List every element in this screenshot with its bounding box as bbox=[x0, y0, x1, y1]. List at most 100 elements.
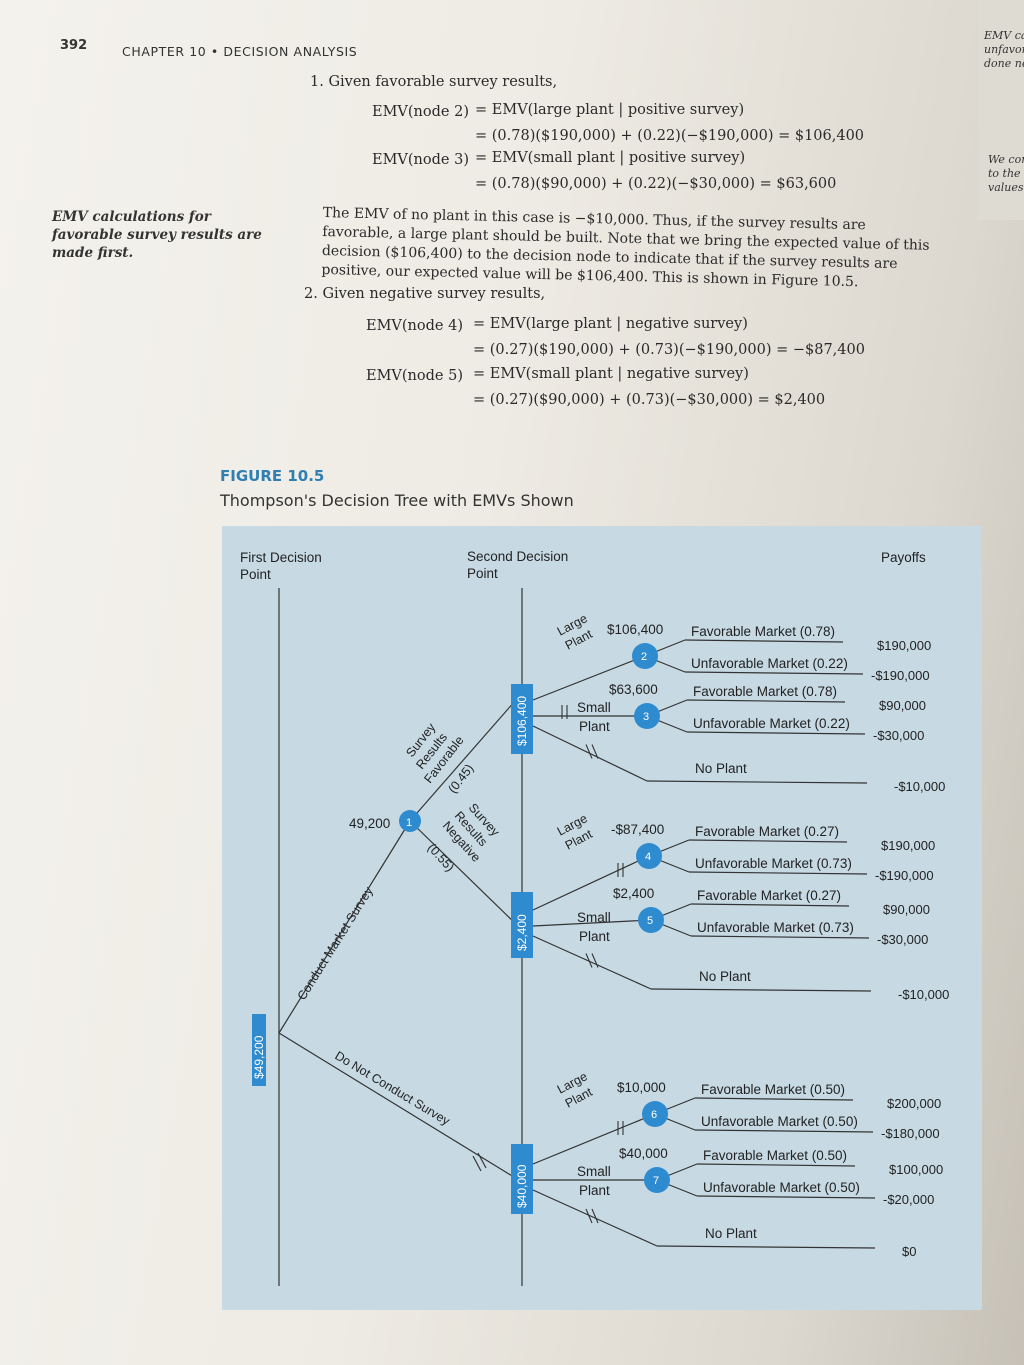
small-plant-label: Small bbox=[577, 1164, 611, 1179]
large-plant-branch bbox=[532, 1113, 656, 1165]
no-plant-label: No Plant bbox=[705, 1226, 757, 1241]
no-plant-line bbox=[650, 988, 872, 992]
decision-box-favorable bbox=[511, 684, 533, 754]
payoff-value: $90,000 bbox=[879, 698, 926, 713]
equation-left: EMV(node 4) bbox=[366, 318, 463, 334]
node1-value: 49,200 bbox=[349, 816, 390, 831]
body-paragraph: The EMV of no plant in this case is −$10… bbox=[321, 204, 930, 291]
equation-left: EMV(node 3) bbox=[372, 152, 469, 168]
small-plant-label: Plant bbox=[579, 719, 610, 734]
large-plant-branch bbox=[532, 855, 650, 911]
no-survey-branch bbox=[278, 1032, 523, 1183]
payoff-value: $90,000 bbox=[883, 902, 930, 917]
decision-value: $2,400 bbox=[515, 914, 529, 951]
decision-box-no-survey bbox=[511, 1144, 533, 1214]
margin-note: EMV calculations for favorable survey re… bbox=[52, 209, 262, 261]
negative-branch bbox=[409, 820, 523, 931]
node-number: 2 bbox=[641, 651, 647, 663]
no-plant-branch bbox=[532, 1189, 658, 1247]
chance-node-4 bbox=[636, 843, 662, 869]
node-number: 3 bbox=[643, 711, 649, 723]
no-plant-branch bbox=[532, 935, 652, 990]
pruned-mark bbox=[477, 1152, 487, 1169]
negative-branch-label: (0.55) bbox=[425, 841, 457, 875]
favorable-outcome-label: Favorable Market (0.50) bbox=[703, 1148, 847, 1163]
pruned-mark bbox=[585, 744, 593, 759]
equation-calc: = (0.78)($190,000) + (0.22)(−$190,000) =… bbox=[475, 128, 865, 144]
favorable-outcome-line bbox=[690, 903, 850, 907]
payoff-value: -$190,000 bbox=[871, 668, 930, 683]
unfavorable-outcome-label: Unfavorable Market (0.22) bbox=[693, 716, 850, 731]
decision-tree-diagram: First Decision Point Second Decision Poi… bbox=[240, 549, 949, 1286]
chance-node-1 bbox=[399, 810, 421, 832]
pruned-mark bbox=[472, 1155, 482, 1172]
figure-label: FIGURE 10.5 bbox=[220, 467, 325, 485]
unfavorable-outcome-line bbox=[686, 731, 866, 735]
small-plant-branch bbox=[532, 919, 652, 927]
no-survey-label: Do Not Conduct Survey bbox=[332, 1049, 452, 1129]
side-scribble: to the c bbox=[988, 167, 1024, 180]
small-plant-label: Plant bbox=[579, 1183, 610, 1198]
unfavorable-outcome-line bbox=[690, 935, 870, 939]
pruned-mark bbox=[591, 953, 599, 968]
conduct-survey-branch bbox=[278, 820, 411, 1034]
node-emv: $2,400 bbox=[613, 886, 654, 901]
equation-right: = EMV(small plant | negative survey) bbox=[473, 366, 749, 382]
chance-node-5 bbox=[638, 907, 664, 933]
node-number: 4 bbox=[645, 851, 651, 863]
side-scribble: values. bbox=[988, 181, 1024, 194]
equation-right: = EMV(large plant | negative survey) bbox=[473, 316, 748, 332]
chance-node-2 bbox=[632, 643, 658, 669]
equation-right: = EMV(large plant | positive survey) bbox=[475, 102, 745, 118]
no-plant-label: No Plant bbox=[695, 761, 747, 776]
small-plant-label: Small bbox=[577, 700, 611, 715]
side-scribble: unfavora bbox=[984, 43, 1024, 56]
favorable-branch bbox=[409, 692, 523, 822]
payoff-value: $100,000 bbox=[889, 1162, 943, 1177]
first-decision-label: First Decision bbox=[240, 550, 322, 565]
side-scribble: done nex bbox=[984, 57, 1024, 70]
section2-lead: 2. Given negative survey results, bbox=[304, 286, 546, 302]
favorable-outcome-label: Favorable Market (0.78) bbox=[693, 684, 837, 699]
favorable-outcome-line bbox=[696, 1163, 856, 1167]
running-head: CHAPTER 10 • DECISION ANALYSIS bbox=[122, 44, 358, 59]
unfavorable-outcome-label: Unfavorable Market (0.73) bbox=[697, 920, 854, 935]
pruned-mark bbox=[591, 1208, 599, 1224]
payoff-value: -$20,000 bbox=[883, 1192, 934, 1207]
node-emv: $63,600 bbox=[609, 682, 658, 697]
unfavorable-outcome-line bbox=[688, 871, 868, 875]
chance-node-3 bbox=[634, 703, 660, 729]
first-decision-label: Point bbox=[240, 567, 271, 582]
no-plant-line bbox=[646, 780, 868, 784]
unfavorable-outcome-label: Unfavorable Market (0.22) bbox=[691, 656, 848, 671]
decision-value: $106,400 bbox=[515, 696, 529, 746]
node-emv: $10,000 bbox=[617, 1080, 666, 1095]
decision-box-negative bbox=[511, 892, 533, 958]
side-scribble: We con bbox=[988, 153, 1024, 166]
equation-left: EMV(node 5) bbox=[366, 368, 463, 384]
second-decision-label: Point bbox=[467, 566, 498, 581]
node-emv: -$87,400 bbox=[611, 822, 664, 837]
favorable-outcome-label: Favorable Market (0.27) bbox=[697, 888, 841, 903]
node-emv: $40,000 bbox=[619, 1146, 668, 1161]
payoff-value: $0 bbox=[902, 1244, 916, 1259]
side-scribble: EMV calc bbox=[984, 29, 1024, 42]
favorable-outcome-line bbox=[694, 1097, 854, 1101]
unfavorable-outcome-line bbox=[694, 1129, 874, 1133]
favorable-outcome-line bbox=[686, 699, 846, 703]
root-value: $49,200 bbox=[252, 1035, 266, 1079]
equation-calc: = (0.78)($90,000) + (0.22)(−$30,000) = $… bbox=[475, 176, 837, 192]
page-number: 392 bbox=[60, 38, 88, 53]
unfavorable-outcome-line bbox=[684, 671, 864, 675]
payoffs-header: Payoffs bbox=[881, 550, 926, 565]
no-plant-line bbox=[656, 1245, 876, 1249]
node-number: 7 bbox=[653, 1175, 659, 1187]
root-decision-box bbox=[252, 1014, 266, 1086]
equation-left: EMV(node 2) bbox=[372, 104, 469, 120]
favorable-outcome-label: Favorable Market (0.27) bbox=[695, 824, 839, 839]
section1-lead: 1. Given favorable survey results, bbox=[310, 74, 558, 90]
second-decision-label: Second Decision bbox=[467, 549, 568, 564]
adjacent-page-strip: EMV calc unfavora done nex We con to the… bbox=[978, 0, 1024, 220]
no-plant-label: No Plant bbox=[699, 969, 751, 984]
